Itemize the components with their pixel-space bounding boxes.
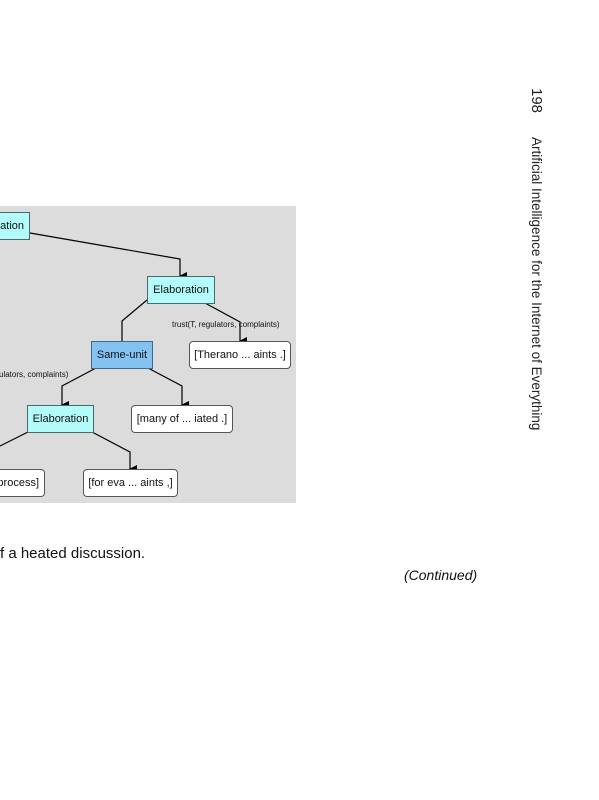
figure-caption-fragment: f a heated discussion. (0, 545, 146, 562)
edge-same-unit-to-elaboration (61, 367, 97, 409)
edge-elaboration-to-same-unit (121, 299, 148, 342)
edge-elaboration-to-therano (204, 302, 247, 345)
continued-label: (Continued) (404, 567, 478, 583)
edge-label-trust-left-partial: ulators, complaints) (0, 370, 69, 379)
node-for-eva: [for eva ... aints ,] (83, 469, 178, 497)
edge-top-to-elaboration (29, 232, 187, 280)
page-number: 198 (528, 88, 545, 114)
edge-label-trust-right: trust(T, regulators, complaints) (172, 320, 280, 329)
book-title: Artificial Intelligence for the Internet… (529, 137, 544, 431)
node-elaboration-mid: Elaboration (27, 405, 94, 433)
node-process-partial: process] (0, 469, 45, 497)
node-many-of: [many of ... iated .] (131, 405, 233, 433)
edge-same-unit-to-many-of (147, 367, 189, 409)
edge-elaboration-to-process (0, 431, 29, 447)
node-top-partial: ation (0, 212, 30, 240)
edge-elaboration-to-for-eva (91, 431, 137, 473)
running-head: 198Artificial Intelligence for the Inter… (527, 88, 545, 430)
node-same-unit: Same-unit (91, 341, 153, 369)
node-therano: [Therano ... aints .] (189, 341, 291, 369)
node-elaboration-right: Elaboration (147, 276, 215, 304)
